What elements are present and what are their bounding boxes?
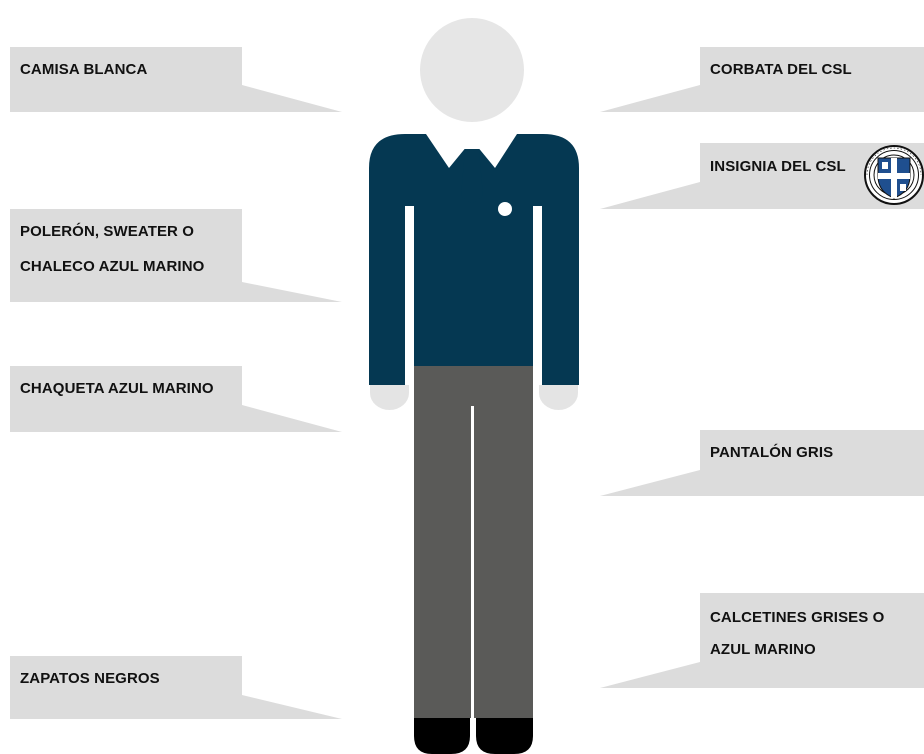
callout-pantalon [600, 430, 924, 496]
jacket [369, 134, 579, 385]
callout-insignia [600, 143, 924, 209]
shirt-placket [464, 134, 480, 149]
lapel-badge [498, 202, 512, 216]
label-zapatos: ZAPATOS NEGROS [20, 670, 160, 687]
tie [461, 150, 483, 204]
callout-zapatos [10, 656, 342, 719]
left-shoe [414, 718, 470, 754]
label-corbata: CORBATA DEL CSL [710, 61, 852, 78]
right-shoe [476, 718, 533, 754]
label-calcetines-line1: CALCETINES GRISES O [710, 609, 885, 626]
callout-calcetines [600, 593, 924, 688]
label-poleron-line1: POLERÓN, SWEATER O [20, 223, 195, 240]
callout-camisa [10, 47, 342, 112]
figure [369, 18, 579, 754]
callout-chaqueta [10, 366, 342, 432]
csl-crest-icon [864, 145, 924, 205]
figure-head [420, 18, 524, 122]
label-insignia: INSIGNIA DEL CSL [710, 158, 846, 175]
label-poleron-line2: CHALECO AZUL MARINO [20, 258, 205, 275]
callout-poleron [10, 209, 342, 302]
callout-corbata [600, 47, 924, 112]
label-camisa-blanca: CAMISA BLANCA [20, 61, 148, 78]
left-hand [370, 385, 409, 410]
shirt-collar [426, 134, 517, 168]
right-hand [539, 385, 578, 410]
label-pantalon: PANTALÓN GRIS [710, 444, 834, 461]
label-calcetines-line2: AZUL MARINO [710, 641, 816, 658]
label-chaqueta: CHAQUETA AZUL MARINO [20, 380, 214, 397]
